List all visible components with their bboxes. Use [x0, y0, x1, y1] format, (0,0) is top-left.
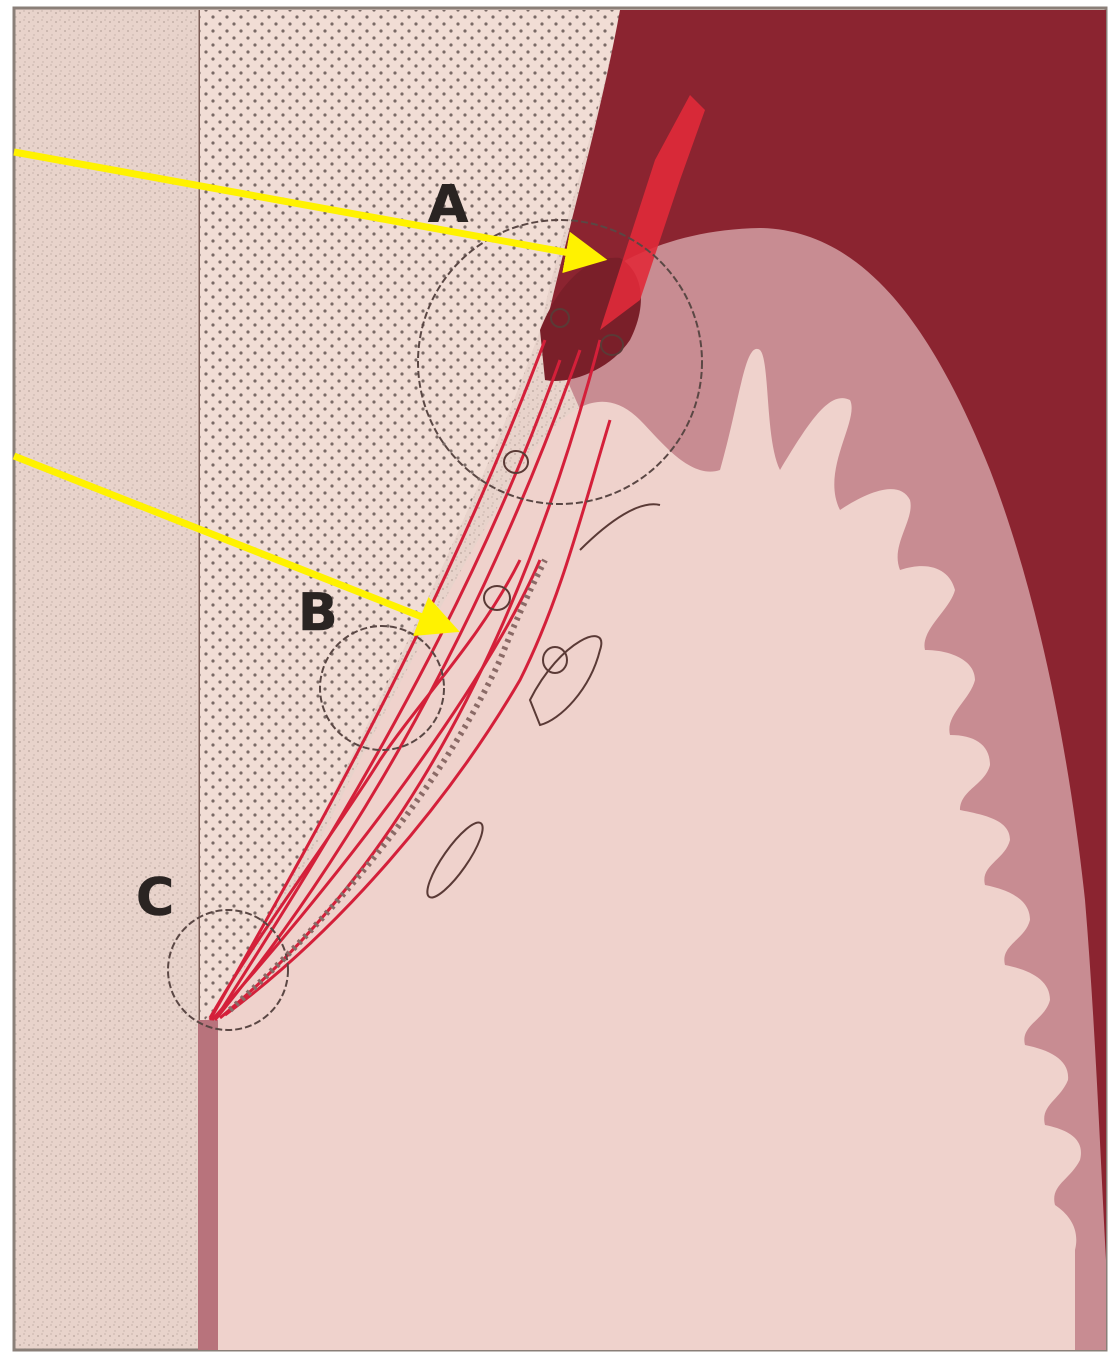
- cementum-strip: [198, 1020, 218, 1350]
- zone-b-label: B: [298, 583, 338, 643]
- zone-c-label: C: [136, 868, 174, 928]
